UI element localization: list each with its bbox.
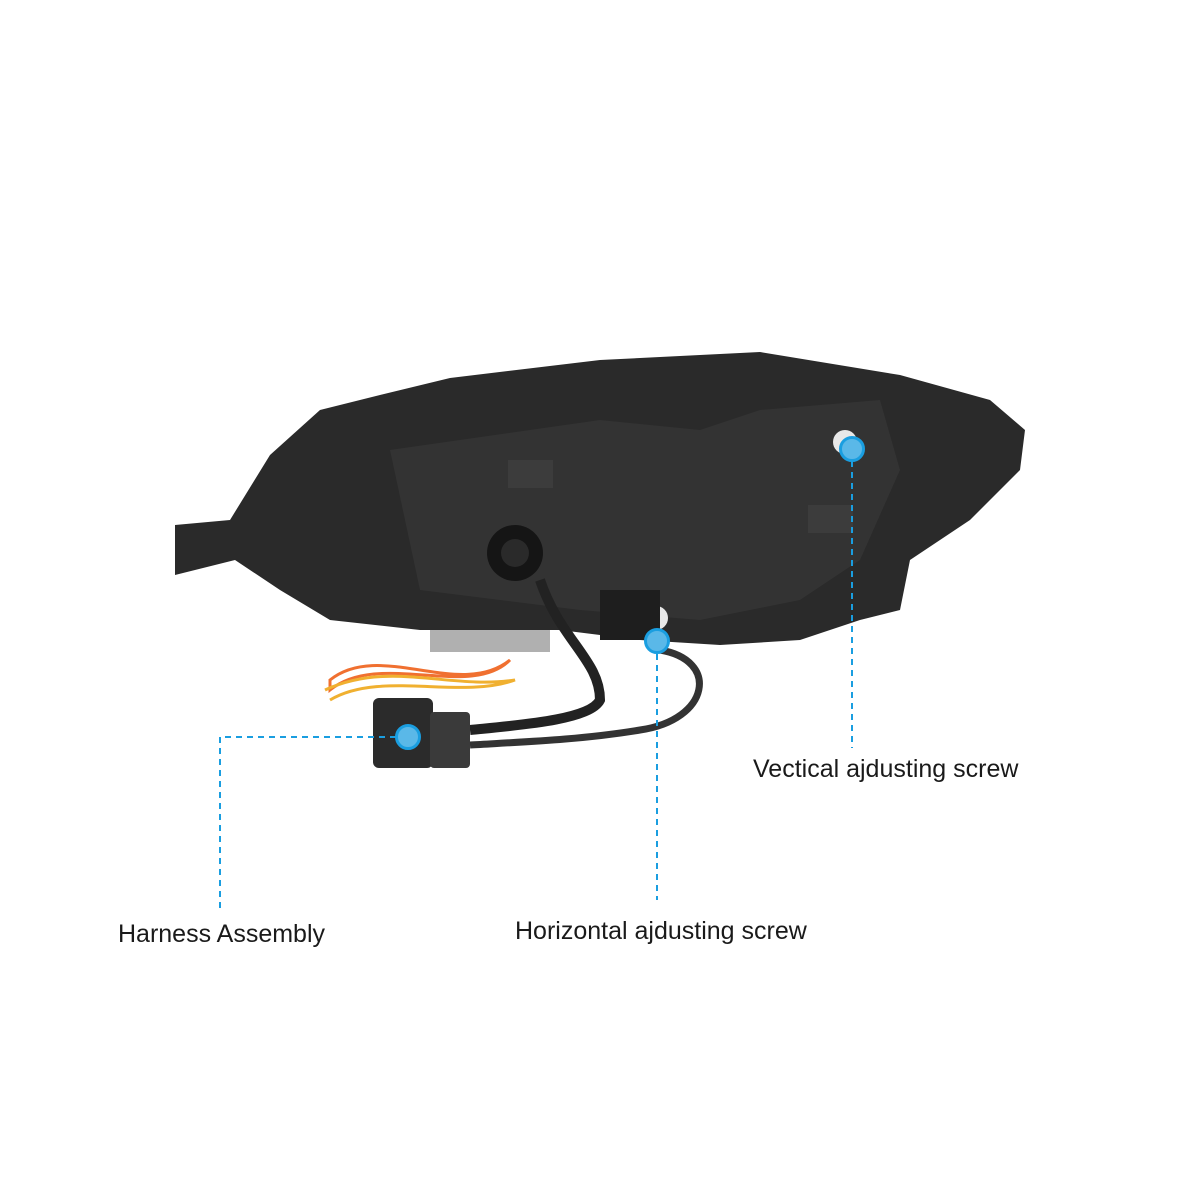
housing-label-plate — [508, 460, 553, 488]
harness-assembly-label: Harness Assembly — [118, 920, 326, 948]
main-harness-cable — [469, 578, 606, 735]
harness-connector-plug — [430, 712, 470, 768]
bulb-socket-center — [501, 539, 529, 567]
harness-leader — [219, 736, 400, 908]
vertical-screw-marker[interactable] — [839, 436, 865, 462]
horizontal-screw-marker[interactable] — [644, 628, 670, 654]
housing-label-plate — [808, 505, 853, 533]
orange-wire-loop — [328, 658, 512, 694]
secondary-harness-cable — [469, 646, 703, 749]
vertical-screw-label: Vectical ajdusting screw — [753, 755, 1019, 783]
horizontal-screw-label: Horizontal ajdusting screw — [515, 917, 807, 945]
harness-marker[interactable] — [395, 724, 421, 750]
yellow-wire-loop — [324, 674, 516, 702]
ballast — [430, 630, 550, 652]
